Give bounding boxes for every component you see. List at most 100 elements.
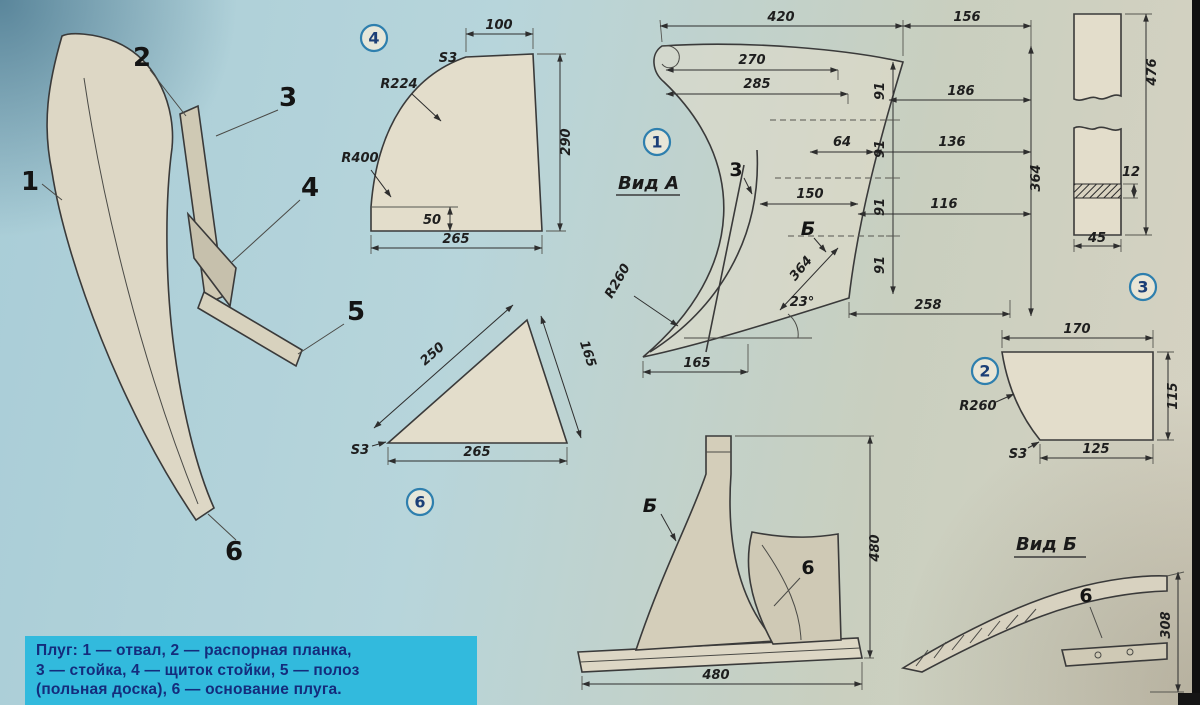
part-ref-6: 6	[1079, 585, 1092, 607]
view-b-title: Вид Б	[1016, 534, 1077, 555]
dim-265: 265	[442, 232, 469, 247]
base-plate-edge	[579, 647, 861, 663]
plate-shape	[1001, 351, 1154, 441]
dim-150: 150	[796, 187, 823, 202]
thickness-s3: S3	[439, 51, 457, 66]
view-b: Вид Б 6 308	[900, 534, 1185, 693]
radius-r400: R400	[341, 151, 378, 166]
moldboard-blade	[46, 32, 216, 522]
dim-165: 165	[683, 356, 710, 371]
thickness-s3: S3	[351, 443, 369, 458]
dim-285: 285	[743, 77, 770, 92]
dim-136: 136	[938, 135, 965, 150]
detail-2-dims	[995, 330, 1174, 464]
part-label-4: 4	[301, 173, 319, 203]
page-corner-shadow	[1178, 693, 1200, 705]
dim-100: 100	[485, 18, 512, 33]
strip-upper	[1073, 13, 1122, 101]
surface-hatching	[915, 608, 1037, 667]
dim-45: 45	[1087, 231, 1106, 246]
dim-480-width: 480	[701, 668, 729, 683]
dim-91-d: 91	[873, 256, 888, 274]
dim-170: 170	[1063, 322, 1090, 337]
detail-2: 170 115 125 R260 S3 2	[959, 322, 1181, 464]
dim-125: 125	[1082, 442, 1109, 457]
angle-23: 23°	[790, 295, 815, 310]
dim-250: 250	[418, 340, 448, 369]
detail-3-dims	[1073, 13, 1152, 252]
side-view: Б 6 480 480	[577, 435, 883, 690]
detail-4-number: 4	[368, 29, 379, 48]
detail-1-badge	[642, 127, 672, 157]
page-edge-strip	[1192, 0, 1200, 705]
detail-4-badge	[359, 23, 389, 53]
thickness-s3: S3	[1009, 447, 1027, 462]
moldboard-pattern	[642, 43, 905, 358]
detail-3: 476 12 45 3	[1073, 13, 1160, 302]
detail-6-triangle: 250 165 265 S3 6	[351, 304, 599, 517]
stanchion-profile	[634, 435, 777, 651]
part-label-1: 1	[21, 167, 39, 197]
caption-line-3: (польная доска), 6 — основание плуга.	[36, 681, 342, 699]
detail-1-dims	[633, 19, 1034, 378]
caption-box: Плуг: 1 — отвал, 2 — распорная планка, 3…	[25, 636, 477, 705]
stanchion-position-line	[705, 164, 745, 353]
dim-115: 115	[1166, 382, 1181, 409]
dim-480-height: 480	[868, 534, 883, 562]
part-ref-6: 6	[801, 557, 814, 579]
view-b-dims	[1089, 571, 1185, 693]
radius-r260: R260	[602, 261, 634, 301]
stanchion-shield	[186, 211, 237, 308]
dim-265: 265	[463, 445, 490, 460]
part-label-5: 5	[347, 297, 365, 327]
part-label-3: 3	[279, 83, 297, 113]
section-arrow-b: Б	[643, 495, 657, 517]
radius-r224: R224	[380, 77, 417, 92]
dim-186: 186	[947, 84, 974, 99]
dim-165: 165	[576, 339, 599, 369]
dim-420: 420	[766, 10, 794, 25]
detail-4-shape	[370, 53, 543, 232]
inner-curve-r260	[649, 149, 759, 353]
caption-line-1: Плуг: 1 — отвал, 2 — распорная планка,	[36, 642, 352, 659]
base-edge-bar	[1060, 642, 1168, 667]
part-label-6: 6	[225, 537, 243, 567]
triangle-shape	[385, 318, 569, 444]
moldboard-profile-curve	[761, 544, 802, 641]
assembly-leaders	[41, 69, 345, 541]
dim-258: 258	[914, 298, 941, 313]
dim-91-a: 91	[873, 82, 888, 100]
dim-364-total: 364	[1029, 164, 1044, 191]
assembly-drawing: 1 2 3 4 5 6	[21, 32, 365, 567]
triangle-dims	[371, 304, 582, 465]
caption-line-2: 3 — стойка, 4 — щиток стойки, 5 — полоз	[36, 661, 360, 679]
part-ref-3: 3	[729, 159, 742, 181]
section-ref-b: Б	[801, 218, 815, 240]
detail-4-dims	[370, 28, 566, 254]
landside-bar	[197, 290, 303, 368]
detail-1-number: 1	[651, 133, 662, 152]
dim-270: 270	[738, 53, 765, 68]
view-a-label: Вид А	[618, 173, 679, 194]
detail-2-number: 2	[979, 362, 990, 381]
blade-fold-line	[83, 77, 199, 505]
part-label-2: 2	[133, 43, 151, 73]
dim-290: 290	[559, 128, 574, 155]
detail-3-badge	[1128, 272, 1158, 302]
base-swept-surface	[900, 575, 1168, 673]
dim-50: 50	[423, 213, 441, 228]
detail-6-number: 6	[414, 493, 425, 512]
detail-6-badge	[405, 487, 435, 517]
detail-1: 420 156 270 285 91 91 91 91 186 64 136 1…	[602, 10, 1044, 378]
dim-91-c: 91	[873, 198, 888, 216]
side-view-dims	[581, 435, 874, 690]
dim-116: 116	[930, 197, 957, 212]
strip-lower	[1073, 126, 1122, 236]
dim-476: 476	[1145, 58, 1160, 86]
dim-64: 64	[833, 135, 851, 150]
detail-3-number: 3	[1137, 278, 1148, 297]
dim-12: 12	[1122, 165, 1140, 180]
dim-156: 156	[953, 10, 980, 25]
